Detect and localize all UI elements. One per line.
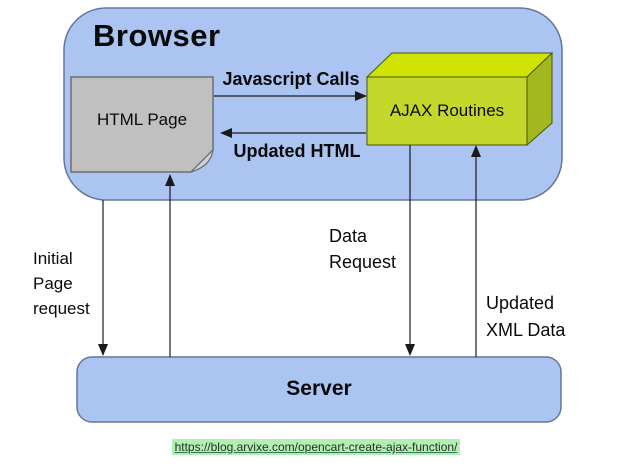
updated-html-label: Updated HTML [233,141,361,161]
data-request-label: Data Request [329,226,397,272]
html-page-fold [190,148,214,173]
updated-xml-arrowhead [471,145,481,157]
javascript-calls-arrowhead [355,91,367,101]
server-box [76,356,562,423]
page-response-arrowhead [165,174,175,186]
browser-label: Browser [93,18,221,53]
source-link[interactable]: https://blog.arvixe.com/opencart-create-… [171,439,461,455]
source-link-row: https://blog.arvixe.com/opencart-create-… [0,439,632,455]
ajax-routines-label: AJAX Routines [389,101,505,120]
data-request-arrowhead [405,344,415,356]
initial-page-request-label: Initial Page request [33,249,90,318]
updated-html-arrowhead [220,128,232,138]
server-label: Server [286,376,352,400]
html-page-label: HTML Page [96,109,188,129]
initial-page-request-arrowhead [98,344,108,356]
ajax-box-front [366,76,528,146]
javascript-calls-label: Javascript Calls [222,69,360,89]
updated-xml-data-label: Updated XML Data [486,293,566,340]
ajax-box-top [365,52,554,78]
